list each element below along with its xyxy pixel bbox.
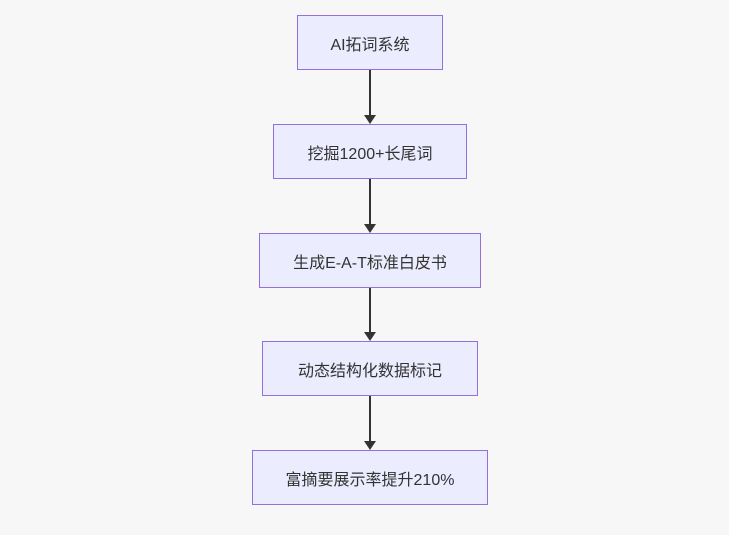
arrow-down-icon	[364, 224, 376, 233]
arrow-down-icon	[364, 115, 376, 124]
flow-node-rich-snippet-result: 富摘要展示率提升210%	[252, 450, 488, 505]
edge-line	[369, 288, 371, 333]
edge-line	[369, 179, 371, 225]
edge-line	[369, 70, 371, 116]
flow-node-eat-whitepaper: 生成E-A-T标准白皮书	[259, 233, 481, 288]
arrow-down-icon	[364, 441, 376, 450]
flow-edge-2	[363, 179, 377, 233]
flow-edge-1	[363, 70, 377, 124]
flow-node-ai-keyword-system: AI拓词系统	[297, 15, 443, 70]
arrow-down-icon	[364, 332, 376, 341]
flow-edge-4	[363, 396, 377, 450]
flow-node-structured-data-markup: 动态结构化数据标记	[262, 341, 478, 396]
edge-line	[369, 396, 371, 442]
flow-node-longtail-mining: 挖掘1200+长尾词	[273, 124, 467, 179]
flow-edge-3	[363, 288, 377, 341]
